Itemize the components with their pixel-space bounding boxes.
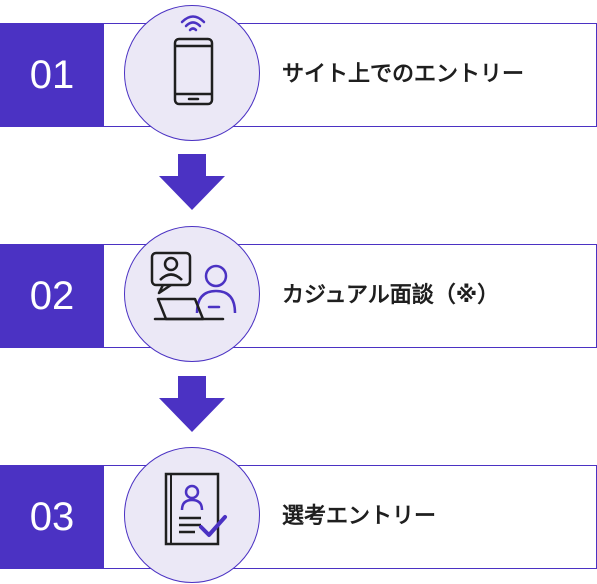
step-2: 02 カジュアル面談（※） xyxy=(0,226,597,362)
step-3-icon-circle xyxy=(124,447,260,583)
document-check-icon xyxy=(164,472,227,546)
step-2-icon-circle xyxy=(124,226,260,362)
step-3: 03 選考エントリー xyxy=(0,447,597,583)
step-2-number: 02 xyxy=(0,244,104,348)
step-1-number: 01 xyxy=(0,23,104,127)
step-1-icon-circle xyxy=(124,5,260,141)
step-1: 01 サイト上でのエントリー xyxy=(0,5,597,141)
smartphone-icon xyxy=(173,15,214,106)
step-3-number: 03 xyxy=(0,465,104,569)
online-meeting-icon xyxy=(150,251,237,321)
step-2-label: カジュアル面談（※） xyxy=(282,283,500,308)
arrow-down-icon xyxy=(159,154,225,210)
arrow-down-icon xyxy=(159,376,225,432)
step-1-label: サイト上でのエントリー xyxy=(282,62,525,87)
step-3-label: 選考エントリー xyxy=(282,504,437,529)
